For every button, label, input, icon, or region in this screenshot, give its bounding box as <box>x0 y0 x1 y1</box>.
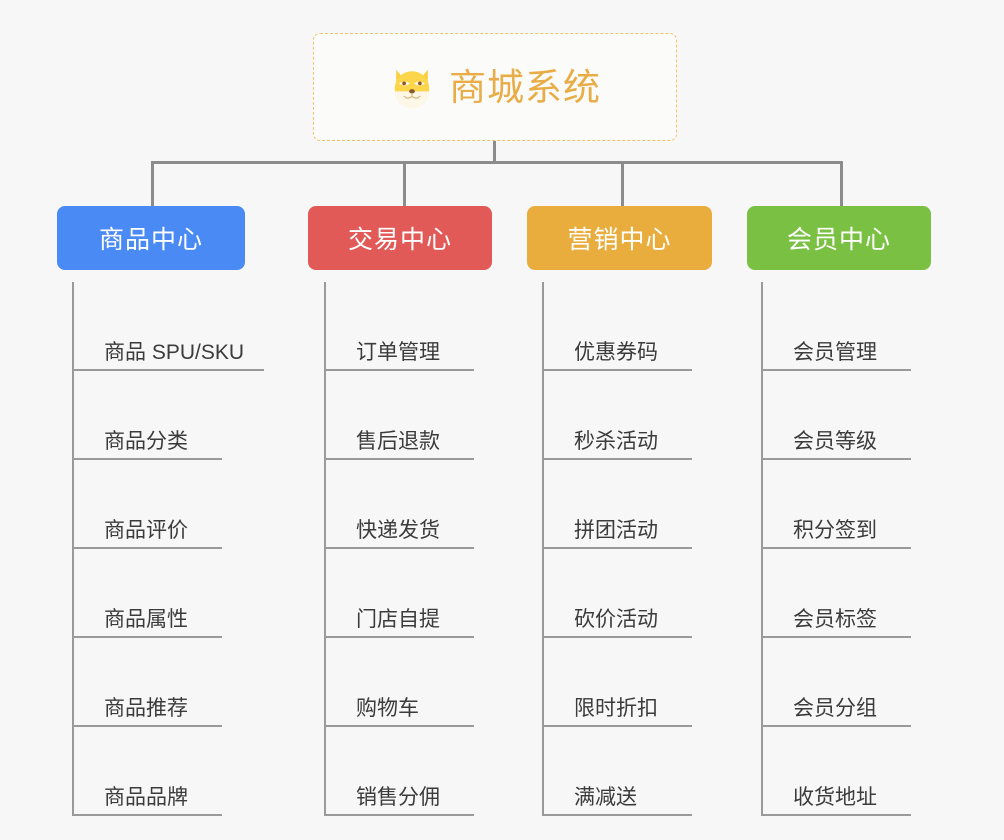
leaf-label: 限时折扣 <box>574 696 658 720</box>
leaf-trunk-2 <box>324 282 326 816</box>
leaf-label: 商品评价 <box>104 518 188 542</box>
dog-face-icon <box>389 64 435 110</box>
leaf-column-3: 优惠券码 秒杀活动 拼团活动 砍价活动 限时折扣 满减送 <box>542 282 692 816</box>
leaf-item[interactable]: 商品 SPU/SKU <box>72 282 265 371</box>
leaf-item[interactable]: 会员管理 <box>761 282 911 371</box>
leaf-item[interactable]: 会员分组 <box>761 638 911 727</box>
leaf-item[interactable]: 砍价活动 <box>542 549 692 638</box>
leaf-item[interactable]: 收货地址 <box>761 727 911 816</box>
leaf-item[interactable]: 商品属性 <box>72 549 222 638</box>
leaf-item[interactable]: 商品评价 <box>72 460 222 549</box>
leaf-label: 秒杀活动 <box>574 429 658 453</box>
leaf-label: 收货地址 <box>793 785 877 809</box>
leaf-label: 会员分组 <box>793 696 877 720</box>
leaf-label: 购物车 <box>356 696 419 720</box>
branch-box-1[interactable]: 商品中心 <box>57 206 245 270</box>
leaf-item[interactable]: 商品分类 <box>72 371 222 460</box>
leaf-item[interactable]: 满减送 <box>542 727 692 816</box>
leaf-label: 售后退款 <box>356 429 440 453</box>
leaf-label: 优惠券码 <box>574 340 658 364</box>
leaf-item[interactable]: 快递发货 <box>324 460 474 549</box>
leaf-label: 商品推荐 <box>104 696 188 720</box>
leaf-item[interactable]: 商品品牌 <box>72 727 222 816</box>
branch-box-4[interactable]: 会员中心 <box>747 206 931 270</box>
leaf-item[interactable]: 会员标签 <box>761 549 911 638</box>
leaf-label: 快递发货 <box>356 518 440 542</box>
leaf-label: 拼团活动 <box>574 518 658 542</box>
connector-horizontal-bus <box>151 161 843 164</box>
leaf-label: 商品属性 <box>104 607 188 631</box>
leaf-item[interactable]: 售后退款 <box>324 371 474 460</box>
leaf-label: 商品 SPU/SKU <box>104 340 245 364</box>
leaf-label: 销售分佣 <box>356 785 440 809</box>
connector-drop-1 <box>151 161 154 207</box>
branch-label-4: 会员中心 <box>786 226 891 254</box>
leaf-label: 会员等级 <box>793 429 877 453</box>
leaf-label: 商品品牌 <box>104 785 188 809</box>
leaf-item[interactable]: 门店自提 <box>324 549 474 638</box>
leaf-item[interactable]: 积分签到 <box>761 460 911 549</box>
leaf-item[interactable]: 会员等级 <box>761 371 911 460</box>
leaf-column-1: 商品 SPU/SKU 商品分类 商品评价 商品属性 商品推荐 商品品牌 <box>72 282 265 816</box>
leaf-label: 会员标签 <box>793 607 877 631</box>
leaf-label: 积分签到 <box>793 518 877 542</box>
root-title: 商城系统 <box>449 66 601 108</box>
branch-label-3: 营销中心 <box>567 226 672 254</box>
leaf-item[interactable]: 订单管理 <box>324 282 474 371</box>
leaf-label: 商品分类 <box>104 429 188 453</box>
branch-box-3[interactable]: 营销中心 <box>527 206 712 270</box>
leaf-column-2: 订单管理 售后退款 快递发货 门店自提 购物车 销售分佣 <box>324 282 474 816</box>
leaf-item[interactable]: 优惠券码 <box>542 282 692 371</box>
leaf-label: 会员管理 <box>793 340 877 364</box>
branch-label-1: 商品中心 <box>98 226 203 254</box>
leaf-item[interactable]: 销售分佣 <box>324 727 474 816</box>
leaf-item[interactable]: 拼团活动 <box>542 460 692 549</box>
leaf-label: 订单管理 <box>356 340 440 364</box>
leaf-trunk-1 <box>72 282 74 816</box>
leaf-item[interactable]: 购物车 <box>324 638 474 727</box>
connector-root-stem <box>493 141 496 164</box>
leaf-item[interactable]: 商品推荐 <box>72 638 222 727</box>
leaf-item[interactable]: 限时折扣 <box>542 638 692 727</box>
connector-drop-3 <box>621 161 624 207</box>
leaf-column-4: 会员管理 会员等级 积分签到 会员标签 会员分组 收货地址 <box>761 282 911 816</box>
leaf-label: 门店自提 <box>356 607 440 631</box>
connector-drop-4 <box>840 161 843 207</box>
root-node[interactable]: 商城系统 <box>313 33 677 141</box>
leaf-label: 砍价活动 <box>574 607 658 631</box>
connector-drop-2 <box>403 161 406 207</box>
leaf-trunk-4 <box>761 282 763 816</box>
leaf-label: 满减送 <box>574 785 637 809</box>
branch-label-2: 交易中心 <box>347 226 452 254</box>
leaf-trunk-3 <box>542 282 544 816</box>
branch-box-2[interactable]: 交易中心 <box>308 206 492 270</box>
leaf-item[interactable]: 秒杀活动 <box>542 371 692 460</box>
